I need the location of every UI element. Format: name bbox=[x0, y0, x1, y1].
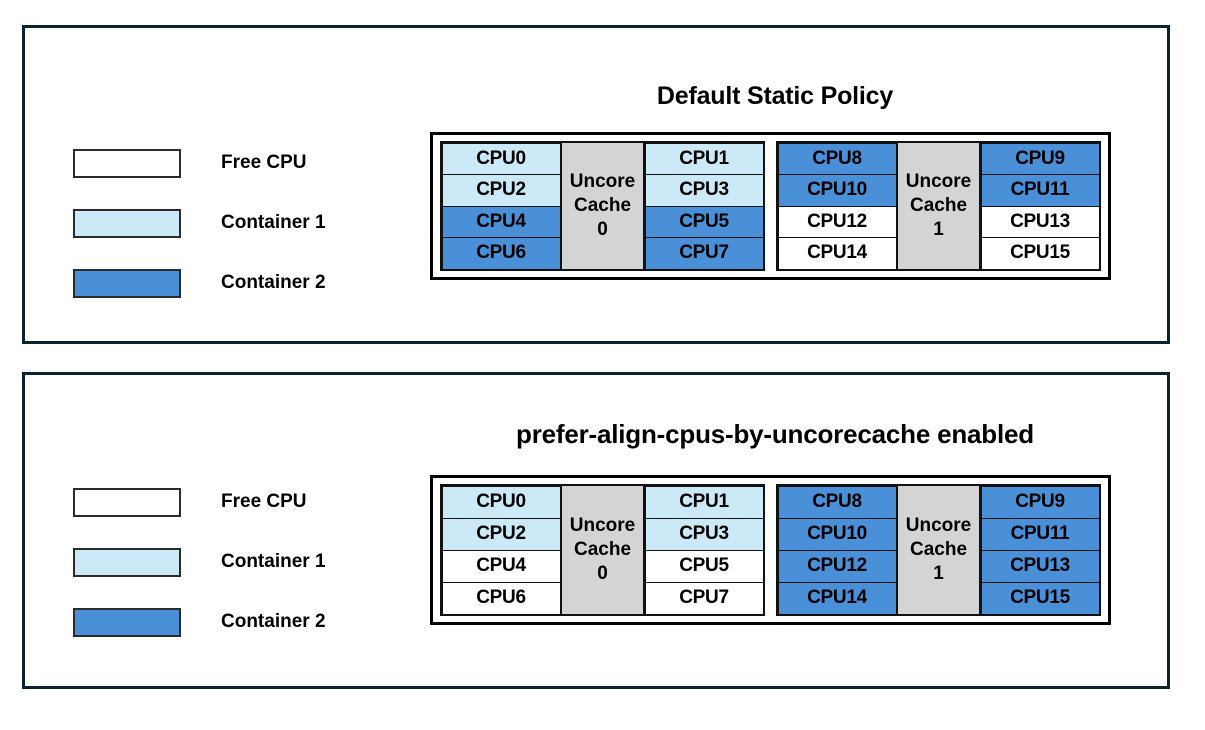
cpu-cell: CPU7 bbox=[644, 581, 764, 615]
uncore-cache-index: 0 bbox=[597, 219, 608, 241]
cpu-cell: CPU3 bbox=[644, 517, 764, 551]
cpu-cell: CPU6 bbox=[441, 237, 561, 270]
legend-item-free-cpu: Free CPU bbox=[73, 472, 326, 532]
cpu-cell: CPU4 bbox=[441, 549, 561, 583]
cpu-cell: CPU8 bbox=[777, 142, 897, 175]
legend-item-container-1: Container 1 bbox=[73, 532, 326, 592]
cpu-cell: CPU6 bbox=[441, 581, 561, 615]
uncore-cache-line-1: Uncore bbox=[569, 170, 636, 192]
uncore-cache-line-1: Uncore bbox=[569, 514, 636, 536]
legend-label-container-1: Container 1 bbox=[221, 551, 326, 572]
cpu-cell: CPU14 bbox=[777, 581, 897, 615]
uncore-cache-line-2: Cache bbox=[909, 194, 968, 216]
legend: Free CPU Container 1 Container 2 bbox=[73, 133, 326, 313]
uncore-cache-group-1: CPU8 CPU10 CPU12 CPU14 Uncore Cache 1 CP… bbox=[776, 141, 1101, 271]
cpu-column-right: CPU1 CPU3 CPU5 CPU7 bbox=[644, 142, 764, 270]
uncore-cache-label: Uncore Cache 0 bbox=[560, 143, 645, 269]
uncore-cache-line-2: Cache bbox=[573, 538, 632, 560]
cpu-cell: CPU15 bbox=[980, 237, 1100, 270]
legend-swatch-free-cpu bbox=[73, 487, 181, 517]
legend-swatch-container-1 bbox=[73, 547, 181, 577]
cpu-cell: CPU12 bbox=[777, 549, 897, 583]
uncore-cache-label: Uncore Cache 1 bbox=[896, 486, 981, 614]
cpu-cell: CPU9 bbox=[980, 485, 1100, 519]
legend-item-free-cpu: Free CPU bbox=[73, 133, 326, 193]
legend-item-container-1: Container 1 bbox=[73, 193, 326, 253]
cpu-cell: CPU1 bbox=[644, 485, 764, 519]
cpu-cell: CPU2 bbox=[441, 174, 561, 207]
cpu-cell: CPU10 bbox=[777, 517, 897, 551]
legend-swatch-free-cpu bbox=[73, 148, 181, 178]
uncore-cache-label: Uncore Cache 1 bbox=[896, 143, 981, 269]
cpu-cell: CPU0 bbox=[441, 485, 561, 519]
uncore-cache-line-2: Cache bbox=[573, 194, 632, 216]
cpu-cell: CPU4 bbox=[441, 205, 561, 238]
uncore-cache-index: 1 bbox=[933, 219, 944, 241]
uncore-cache-index: 1 bbox=[933, 563, 944, 585]
cpu-cell: CPU11 bbox=[980, 174, 1100, 207]
cpu-cell: CPU8 bbox=[777, 485, 897, 519]
uncore-cache-line-1: Uncore bbox=[905, 170, 972, 192]
cpu-cell: CPU7 bbox=[644, 237, 764, 270]
cpu-cell: CPU14 bbox=[777, 237, 897, 270]
cpu-cell: CPU15 bbox=[980, 581, 1100, 615]
cpu-cell: CPU9 bbox=[980, 142, 1100, 175]
diagram-panel-prefer-align-cpus-by-uncorecache: prefer-align-cpus-by-uncorecache enabled… bbox=[22, 372, 1170, 689]
cpu-column-right: CPU9 CPU11 CPU13 CPU15 bbox=[980, 142, 1100, 270]
legend-swatch-container-1 bbox=[73, 208, 181, 238]
uncore-cache-group-0: CPU0 CPU2 CPU4 CPU6 Uncore Cache 0 CPU1 … bbox=[440, 141, 765, 271]
cpu-column-right: CPU1 CPU3 CPU5 CPU7 bbox=[644, 485, 764, 615]
cpu-topology-grid: CPU0 CPU2 CPU4 CPU6 Uncore Cache 0 CPU1 … bbox=[430, 475, 1111, 625]
page-title: Default Static Policy bbox=[656, 82, 894, 110]
cpu-cell: CPU13 bbox=[980, 549, 1100, 583]
legend-label-container-2: Container 2 bbox=[221, 611, 326, 632]
uncore-cache-group-0: CPU0 CPU2 CPU4 CPU6 Uncore Cache 0 CPU1 … bbox=[440, 484, 765, 616]
uncore-cache-line-2: Cache bbox=[909, 538, 968, 560]
legend-label-container-2: Container 2 bbox=[221, 272, 326, 293]
cpu-cell: CPU11 bbox=[980, 517, 1100, 551]
legend: Free CPU Container 1 Container 2 bbox=[73, 472, 326, 652]
cpu-cell: CPU10 bbox=[777, 174, 897, 207]
cpu-cell: CPU12 bbox=[777, 205, 897, 238]
uncore-cache-group-1: CPU8 CPU10 CPU12 CPU14 Uncore Cache 1 CP… bbox=[776, 484, 1101, 616]
cpu-column-left: CPU0 CPU2 CPU4 CPU6 bbox=[441, 142, 561, 270]
cpu-column-right: CPU9 CPU11 CPU13 CPU15 bbox=[980, 485, 1100, 615]
cpu-cell: CPU5 bbox=[644, 205, 764, 238]
cpu-cell: CPU13 bbox=[980, 205, 1100, 238]
diagram-panel-default-static-policy: Default Static Policy Free CPU Container… bbox=[22, 25, 1170, 344]
uncore-cache-label: Uncore Cache 0 bbox=[560, 486, 645, 614]
cpu-cell: CPU0 bbox=[441, 142, 561, 175]
page-title: prefer-align-cpus-by-uncorecache enabled bbox=[516, 419, 1034, 449]
legend-label-free-cpu: Free CPU bbox=[221, 491, 307, 512]
uncore-cache-index: 0 bbox=[597, 563, 608, 585]
legend-label-container-1: Container 1 bbox=[221, 212, 326, 233]
cpu-column-left: CPU8 CPU10 CPU12 CPU14 bbox=[777, 485, 897, 615]
cpu-cell: CPU1 bbox=[644, 142, 764, 175]
legend-swatch-container-2 bbox=[73, 607, 181, 637]
legend-swatch-container-2 bbox=[73, 268, 181, 298]
legend-item-container-2: Container 2 bbox=[73, 253, 326, 313]
legend-label-free-cpu: Free CPU bbox=[221, 152, 307, 173]
legend-item-container-2: Container 2 bbox=[73, 592, 326, 652]
uncore-cache-line-1: Uncore bbox=[905, 514, 972, 536]
cpu-cell: CPU5 bbox=[644, 549, 764, 583]
cpu-column-left: CPU8 CPU10 CPU12 CPU14 bbox=[777, 142, 897, 270]
cpu-topology-grid: CPU0 CPU2 CPU4 CPU6 Uncore Cache 0 CPU1 … bbox=[430, 132, 1111, 280]
cpu-cell: CPU3 bbox=[644, 174, 764, 207]
cpu-cell: CPU2 bbox=[441, 517, 561, 551]
cpu-column-left: CPU0 CPU2 CPU4 CPU6 bbox=[441, 485, 561, 615]
